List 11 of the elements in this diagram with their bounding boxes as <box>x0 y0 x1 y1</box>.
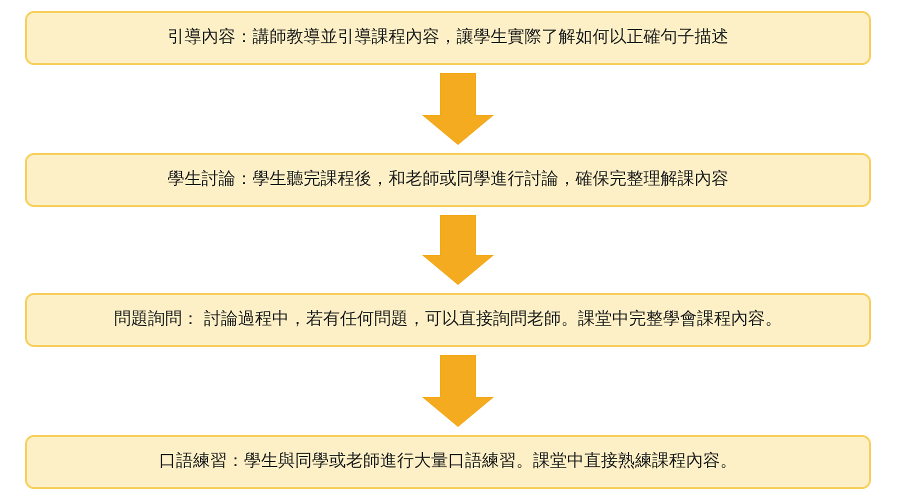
step-text: 問題詢問： 討論過程中，若有任何問題，可以直接詢問老師。課堂中完整學會課程內容。 <box>114 309 782 331</box>
step-box <box>25 435 871 489</box>
block-arrow <box>422 73 494 145</box>
block-arrow <box>422 355 494 427</box>
step-text: 口語練習：學生與同學或老師進行大量口語練習。課堂中直接熟練課程內容。 <box>159 451 737 473</box>
block-arrow <box>422 215 494 285</box>
step-text: 學生討論：學生聽完課程後，和老師或同學進行討論，確保完整理解課內容 <box>168 169 728 191</box>
step-box <box>25 293 871 347</box>
step-box <box>25 153 871 207</box>
step-text: 引導內容：講師教導並引導課程內容，讓學生實際了解如何以正確句子描述 <box>168 27 728 49</box>
step-box <box>25 11 871 65</box>
